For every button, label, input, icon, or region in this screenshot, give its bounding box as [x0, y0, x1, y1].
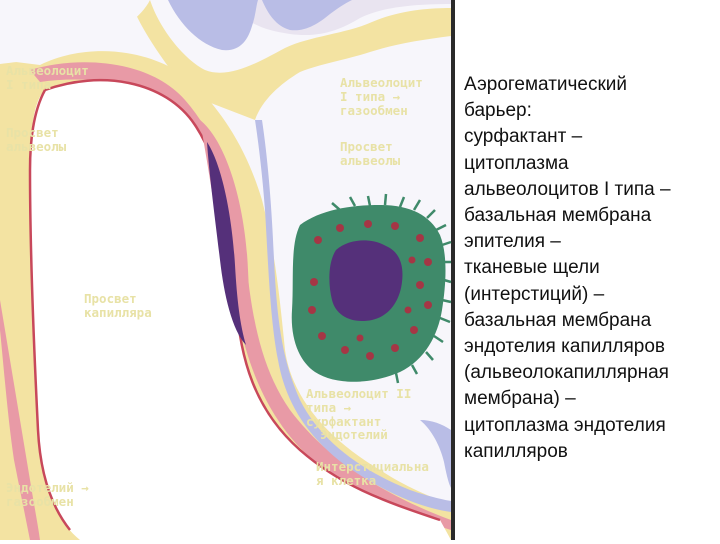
basement-membrane-right [255, 120, 451, 512]
label-capillary-lumen: Просвет капилляра [84, 291, 152, 320]
basement-membrane-top [168, 0, 258, 51]
label-alveolocyte-type1-left: Альвеолоцит I типа [6, 63, 89, 92]
left-cell-edge [0, 300, 40, 540]
label-alveolar-lumen-right: Просвет альвеолы [340, 139, 401, 168]
label-interstitial-cell: Интерстициальна я клетка [316, 459, 429, 488]
histology-illustration [0, 0, 455, 541]
endothelial-nucleus [207, 142, 246, 345]
lamellar-granules [308, 220, 432, 360]
label-endothelium-right: Эндотелий [320, 427, 388, 442]
alveolocyte-type2-nucleus [329, 240, 403, 322]
label-alveolar-lumen-left: Просвет альвеолы [6, 125, 67, 154]
yellow-septum-top [130, 0, 451, 120]
label-alveolocyte-type2: Альвеолоцит II типа → сурфактант [306, 386, 412, 429]
alveolar-space-top-left [0, 0, 150, 64]
air-blood-barrier-description: Аэрогематический барьер: сурфактант – ци… [464, 74, 671, 462]
label-alveolocyte-type1-right: Альвеолоцит I типа → газообмен [340, 75, 423, 118]
interstitial-membrane [420, 420, 451, 488]
label-endothelium-left: Эндотелий → газообмен [6, 480, 89, 509]
basement-membrane-top-2 [262, 0, 352, 31]
diagram-border [451, 0, 455, 540]
endothelium-lining-left [28, 89, 71, 531]
alveolar-capillary-diagram: Альвеолоцит I типа Просвет альвеолы Альв… [0, 0, 455, 541]
left-wall-strip [0, 400, 20, 540]
microvilli [331, 193, 452, 384]
capillary-lumen-area [30, 80, 451, 541]
